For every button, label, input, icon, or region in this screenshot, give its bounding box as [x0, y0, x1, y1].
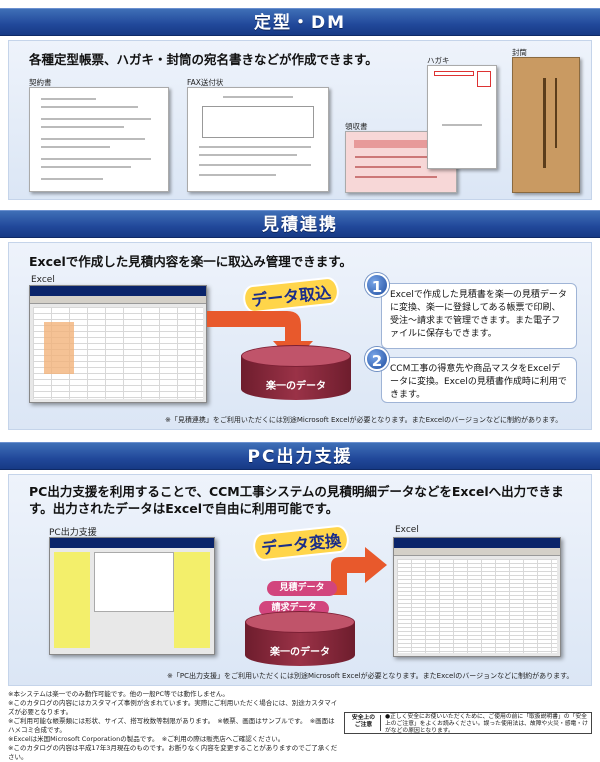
estimate-lead: Excelで作成した見積内容を楽一に取込み管理できます。: [29, 254, 353, 269]
section-header-dm: 定型・DM: [0, 8, 600, 36]
dm-lead: 各種定型帳票、ハガキ・封筒の宛名書きなどが作成できます。: [29, 52, 378, 67]
point2-text: CCM工事の得意先や商品マスタをExcelデータに変換。Excelの見積書作成時…: [390, 364, 567, 400]
pc-output-screenshot: [49, 537, 215, 655]
point1-callout: Excelで作成した見積書を楽一の見積データに変換、楽一に登録してある帳票で印刷…: [381, 283, 577, 349]
db-label: 楽一のデータ: [266, 381, 326, 392]
db-label: 楽一のデータ: [270, 647, 330, 658]
point1-number: 1: [365, 273, 389, 297]
section-title: 定型・DM: [253, 13, 347, 33]
receipt-label: 領収書: [345, 122, 368, 131]
footer-line: ※このカタログの内容は平成17年3月現在のものです。お断りなく内容を変更すること…: [8, 744, 338, 761]
section-header-pc: PC出力支援: [0, 442, 600, 470]
footer-line: ※Excelは米国Microsoft Corporationの製品です。 ※ご利…: [8, 735, 285, 743]
footer-notes: ※本システムは楽一でのみ動作可能です。他の一般PC等では動作しません。 ※このカ…: [8, 690, 338, 762]
fax-label: FAX送付状: [187, 78, 224, 87]
footer-line: ※本システムは楽一でのみ動作可能です。他の一般PC等では動作しません。: [8, 690, 229, 698]
estimate-data-pill: 見積データ: [267, 581, 337, 596]
pc-excel-screenshot: [393, 537, 561, 657]
dm-panel: 各種定型帳票、ハガキ・封筒の宛名書きなどが作成できます。 契約書 FAX送付状 …: [8, 40, 592, 200]
point2-callout: CCM工事の得意先や商品マスタをExcelデータに変換。Excelの見積書作成時…: [381, 357, 577, 403]
excel-label: Excel: [31, 275, 55, 285]
postcard-label: ハガキ: [427, 56, 450, 65]
contract-label: 契約書: [29, 78, 52, 87]
section-header-estimate: 見積連携: [0, 210, 600, 238]
envelope-label: 封筒: [512, 48, 527, 57]
excel-screenshot: [29, 285, 207, 403]
estimate-panel: Excelで作成した見積内容を楽一に取込み管理できます。 Excel データ取込…: [8, 242, 592, 430]
envelope-document: [512, 57, 580, 193]
safety-label: 安全上の ご注意: [347, 715, 381, 731]
pc-screen-label: PC出力支援: [49, 528, 97, 538]
pc-panel: PC出力支援を利用することで、CCM工事システムの見積明細データなどをExcel…: [8, 474, 592, 686]
rakuichi-database: 楽一のデータ: [241, 345, 351, 405]
safety-notice: 安全上の ご注意 ●正しく安全にお使いいただくために、ご使用の前に「取扱説明書」…: [344, 712, 592, 734]
estimate-note: ※「見積連携」をご利用いただくには別途Microsoft Excelが必要となり…: [165, 416, 563, 424]
section-title: PC出力支援: [247, 447, 353, 467]
footer-line: ※ご利用可能な帳票類には形状、サイズ、搭写枚数等制限があります。 ※帳票、画面は…: [8, 717, 335, 734]
footer-line: ※このカタログの内容にはカスタマイズ事例が含まれています。実際にご利用いただく場…: [8, 699, 338, 716]
point1-text: Excelで作成した見積書を楽一の見積データに変換、楽一に登録してある帳票で印刷…: [390, 290, 567, 339]
pc-excel-label: Excel: [395, 525, 419, 535]
fax-document: [187, 87, 329, 192]
rakuichi-database: 楽一のデータ: [245, 611, 355, 669]
convert-arrow-icon: [331, 547, 387, 595]
section-title: 見積連携: [262, 215, 338, 235]
point2-number: 2: [365, 347, 389, 371]
pc-lead: PC出力支援を利用することで、CCM工事システムの見積明細データなどをExcel…: [29, 484, 564, 516]
safety-text: ●正しく安全にお使いいただくために、ご使用の前に「取扱説明書」の「安全上のご注意…: [385, 714, 588, 734]
contract-document: [29, 87, 169, 192]
postcard-document: [427, 65, 497, 169]
pc-note: ※「PC出力支援」をご利用いただくには別途Microsoft Excelが必要と…: [167, 672, 574, 680]
